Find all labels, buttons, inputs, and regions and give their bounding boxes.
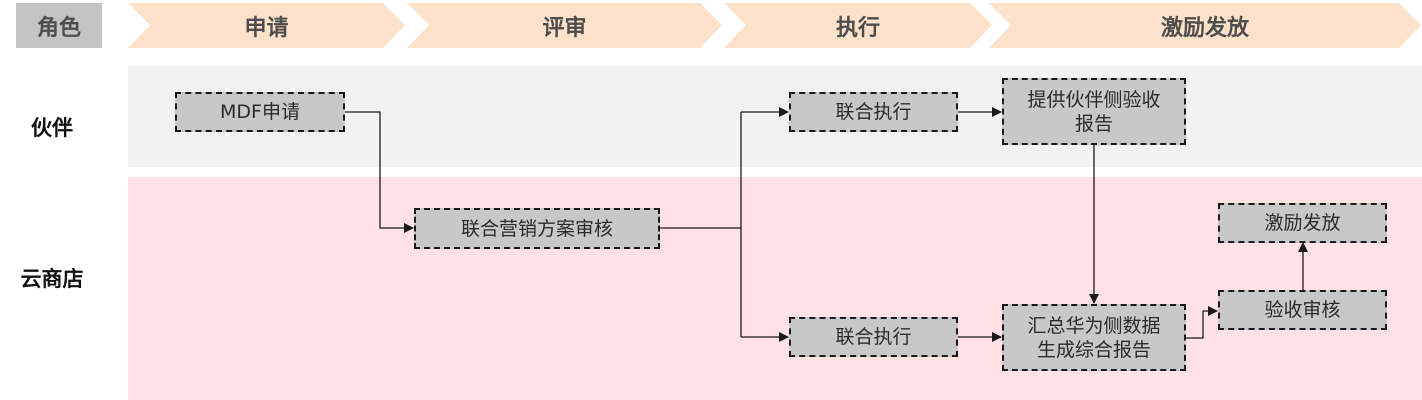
phase-execute-label: 执行 — [835, 15, 880, 41]
role-label-partner: 伙伴 — [31, 116, 73, 140]
phase-apply-label: 申请 — [244, 15, 289, 41]
phase-review-label: 评审 — [542, 15, 587, 41]
node-store-execute[interactable]: 联合执行 — [789, 317, 958, 357]
node-mdf-apply[interactable]: MDF申请 — [175, 92, 345, 132]
phase-chevron-execute — [724, 3, 992, 48]
node-plan-review[interactable]: 联合营销方案审核 — [414, 208, 660, 249]
connector-mdf-to-review — [345, 111, 414, 233]
role-header: 角色 — [16, 3, 102, 48]
phase-chevron-apply — [128, 3, 405, 48]
lane-store — [128, 177, 1422, 400]
phase-chevrons — [128, 3, 1421, 48]
role-label-store: 云商店 — [20, 267, 84, 291]
phase-chevron-incentive — [989, 3, 1421, 48]
node-summary-report[interactable]: 汇总华为侧数据 生成综合报告 — [1002, 304, 1186, 371]
connector-summary-to-acceptance — [1186, 306, 1218, 339]
node-incentive-payout[interactable]: 激励发放 — [1218, 203, 1387, 243]
node-partner-execute[interactable]: 联合执行 — [789, 92, 958, 132]
phase-incentive-label: 激励发放 — [1160, 15, 1249, 41]
node-acceptance-review[interactable]: 验收审核 — [1218, 290, 1387, 330]
phase-chevron-review — [407, 3, 722, 48]
node-partner-report[interactable]: 提供伙伴侧验收 报告 — [1002, 78, 1186, 145]
